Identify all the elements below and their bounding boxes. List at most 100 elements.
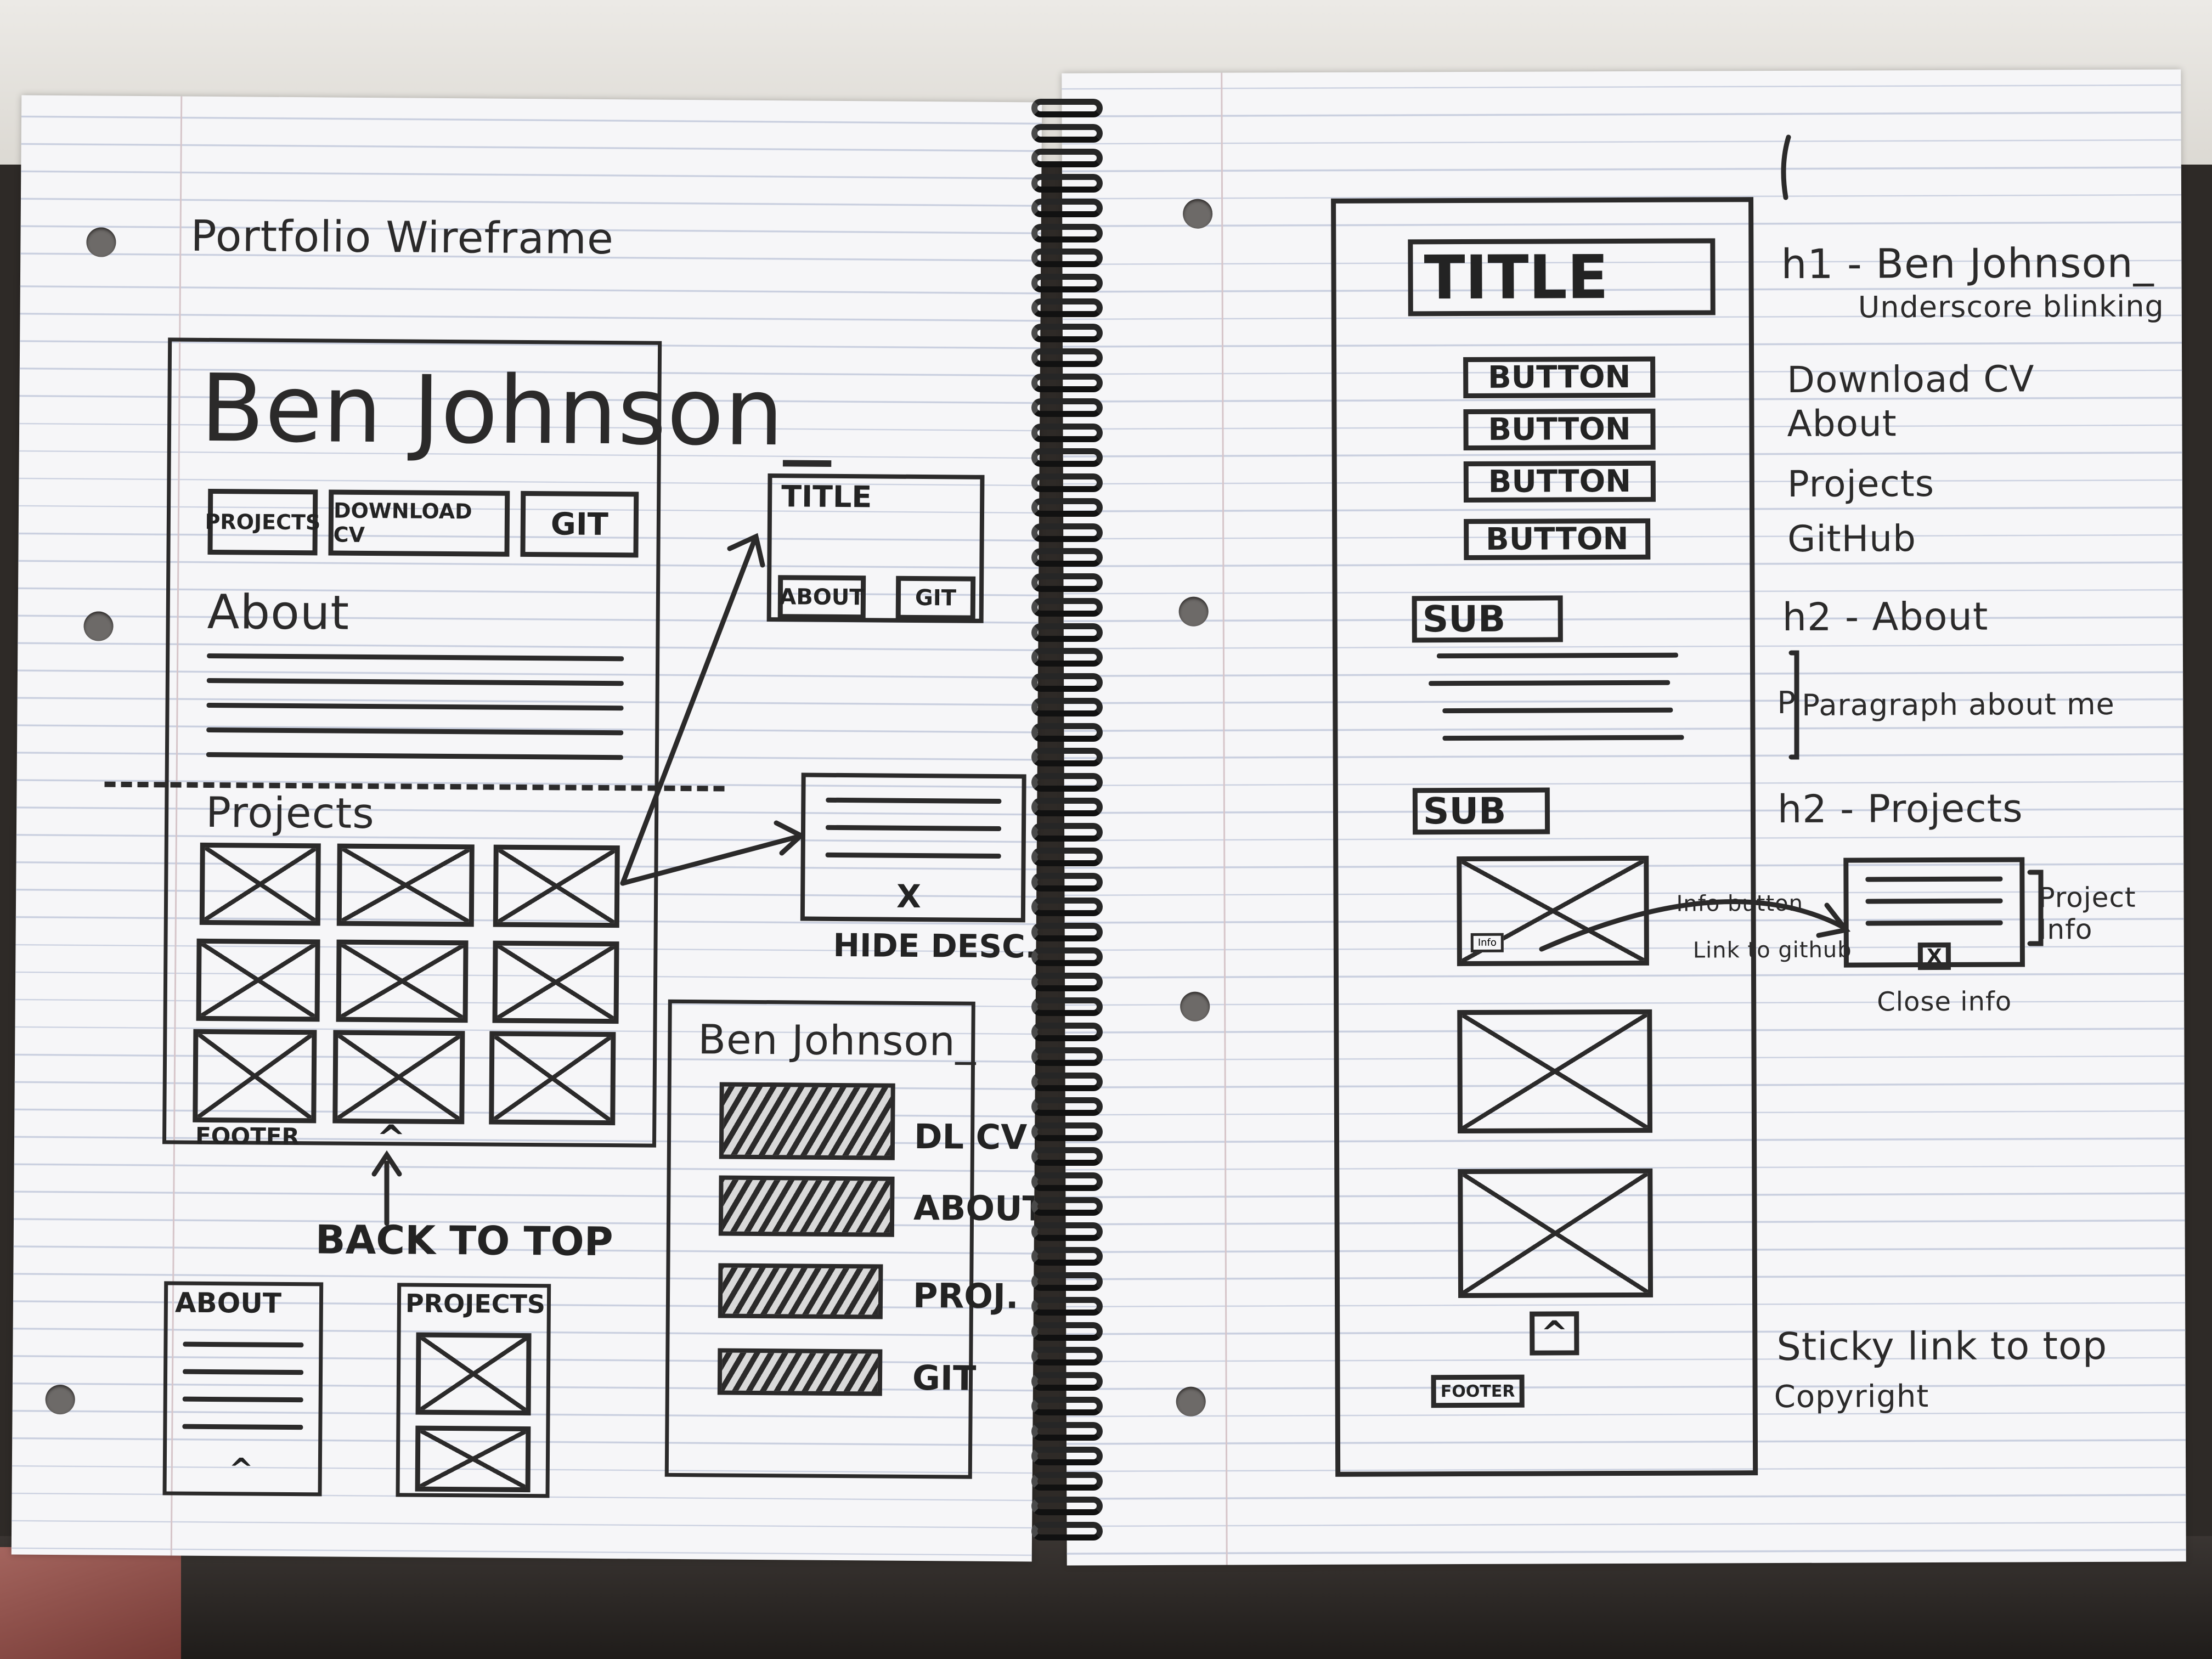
note-h2-about: h2 - About [1782,594,1989,640]
spiral-coil [1031,872,1103,891]
chevron-up-icon: ^ [1530,1311,1579,1356]
footer-box: FOOTER [1431,1374,1525,1408]
note-h1: h1 - Ben Johnson_ [1781,239,2154,288]
site-title: Ben Johnson_ [200,354,832,467]
spiral-coil [1031,798,1103,816]
spiral-coil [1031,1347,1103,1365]
title-box: TITLE [1408,238,1716,317]
punch-hole [86,227,116,257]
close-icon: X [896,877,922,916]
about-label: About [207,584,350,641]
spiral-coil [1031,123,1103,143]
git-button: GIT [520,490,639,558]
text-line [1442,735,1684,741]
note-copyright: Copyright [1774,1379,1929,1415]
spiral-coil [1031,423,1103,442]
spiral-binding [1031,99,1114,1547]
spiral-coil [1031,848,1103,866]
note-github: GitHub [1787,517,1917,560]
annotation-dl-cv: DL CV [913,1116,1028,1158]
wireframe-heading: Portfolio Wireframe [190,211,614,264]
spiral-coil [1031,723,1103,742]
spiral-coil [1031,1172,1103,1191]
punch-hole [1183,199,1213,229]
spiral-coil [1031,648,1103,667]
spiral-coil [1031,199,1103,217]
spiral-coil [1031,1297,1103,1316]
spiral-coil [1031,1421,1103,1441]
button-about: BUTTON [1463,408,1656,451]
spiral-coil [1031,623,1103,642]
spiral-coil [1031,1197,1103,1216]
punch-hole [45,1384,75,1415]
project-thumbnail [1458,1168,1654,1299]
info-button: Info [1470,933,1504,952]
spiral-coil [1031,523,1103,542]
download-cv-button: DOWNLOAD CV [328,489,510,557]
spiral-coil [1031,673,1103,692]
spiral-coil [1031,223,1103,242]
spiral-coil [1031,1372,1103,1391]
spiral-coil [1031,1222,1103,1241]
sub-heading-projects: SUB [1412,787,1550,835]
punch-hole [1180,991,1210,1022]
project-card-title: TITLE [781,479,872,515]
spiral-coil [1031,1447,1103,1465]
note-download-cv: Download CV [1787,358,2035,401]
spiral-coil [1031,1397,1103,1415]
projects-label: Projects [205,787,375,838]
mobile-title: Ben Johnson_ [698,1016,977,1065]
mobile-projects-label: PROJECTS [405,1288,546,1319]
back-to-top-label: BACK TO TOP [315,1216,613,1265]
spiral-coil [1031,498,1103,517]
text-line [1442,707,1673,714]
note-project-info: Project Info [2038,881,2136,946]
note-close-info: Close info [1877,986,2012,1018]
spiral-coil [1031,273,1103,292]
project-thumbnail [336,843,475,927]
note-h1-sub: Underscore blinking [1858,289,2164,325]
note-h2-projects: h2 - Projects [1777,786,2023,832]
spiral-coil [1031,99,1103,117]
text-line [183,1341,304,1348]
spiral-coil [1031,1272,1103,1291]
chevron-up-icon: ^ [376,1118,406,1159]
spiral-coil [1031,348,1103,367]
spiral-coil [1031,772,1103,792]
text-line [1865,898,2003,904]
margin-line [1221,72,1228,1565]
project-thumbnail [492,940,619,1024]
note-projects: Projects [1787,462,1935,505]
red-cloth [0,1547,181,1659]
spiral-coil [1031,298,1103,317]
project-thumbnail [493,844,620,928]
spiral-coil [1031,748,1103,766]
spiral-coil [1031,822,1103,842]
spiral-coil [1031,548,1103,567]
text-line [182,1424,303,1430]
hide-desc-caption: HIDE DESC. [833,926,1037,966]
text-line [1429,680,1671,686]
button-download-cv: BUTTON [1463,356,1656,399]
spiral-coil [1031,1521,1103,1541]
spiral-coil [1031,972,1103,991]
spiral-coil [1031,1122,1103,1141]
mobile-wireframe-frame [664,999,975,1479]
spiral-coil [1031,898,1103,916]
chevron-up-icon: ^ [228,1452,254,1487]
project-thumbnail [489,1031,616,1126]
text-line [1436,652,1678,659]
spiral-coil [1031,1322,1103,1341]
button-github: BUTTON [1464,518,1651,561]
annotation-about: ABOUT [913,1187,1042,1229]
mobile-about-label: ABOUT [174,1286,282,1319]
projects-button: PROJECTS [205,488,320,556]
notebook-right-page: TITLE BUTTON BUTTON BUTTON BUTTON SUB SU… [1062,69,2186,1566]
project-thumbnail [336,939,469,1023]
spiral-coil [1031,598,1103,617]
note-link-github: Link to github [1692,937,1852,963]
spiral-coil [1031,323,1103,342]
project-thumbnail [332,1030,465,1125]
spiral-coil [1031,448,1103,467]
project-thumbnail [415,1425,531,1493]
